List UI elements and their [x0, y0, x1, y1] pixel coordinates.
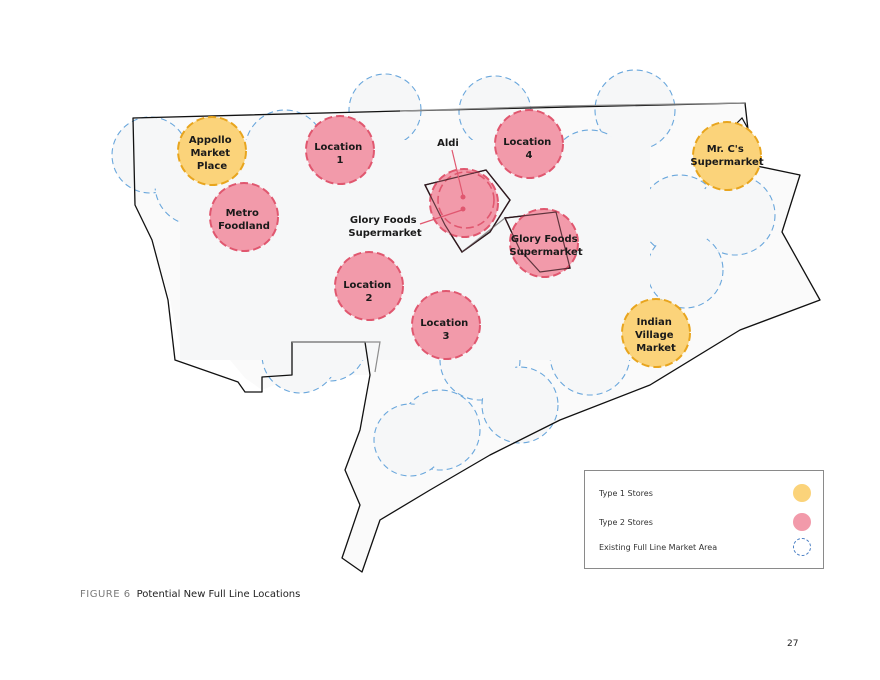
legend-item-type2: Type 2 Stores — [599, 512, 811, 532]
legend-item-market-area: Existing Full Line Market Area — [599, 537, 811, 557]
legend-item-type1: Type 1 Stores — [599, 483, 811, 503]
store-circle-indian-village — [621, 298, 691, 368]
store-labels: Appollo Market Place Mr. C's Supermarket… — [189, 135, 764, 354]
store-circle-aldi-glory-cluster — [429, 168, 499, 238]
store-label-indian-village: Indian Village Market — [635, 317, 677, 354]
store-circle-aldi-inner — [437, 171, 495, 229]
legend-label: Existing Full Line Market Area — [599, 542, 718, 552]
figure-number: FIGURE 6 — [80, 589, 131, 600]
store-label-location-1: Location 1 — [314, 142, 366, 166]
legend-label: Type 2 Stores — [599, 517, 653, 527]
enclave-boundary-top — [504, 211, 571, 273]
store-label-location-3: Location 3 — [420, 318, 472, 342]
enclave-boundary — [292, 341, 381, 373]
aldi-leader-line — [451, 149, 464, 197]
aldi-point — [460, 194, 466, 200]
store-circle-location-2 — [334, 251, 404, 321]
glory-foods-leader-line — [419, 209, 463, 225]
map-legend: Type 1 Stores Type 2 Stores Existing Ful… — [584, 470, 824, 569]
page-number: 27 — [787, 639, 799, 649]
store-circle-glory-foods-east — [509, 208, 579, 278]
type2-swatch-icon — [793, 513, 811, 531]
glory-foods-point — [460, 206, 466, 212]
store-circle-metro-foodland — [209, 182, 279, 252]
city-boundary — [132, 102, 821, 573]
legend-label: Type 1 Stores — [599, 488, 653, 498]
market-area-interior — [116, 74, 771, 472]
type1-swatch-icon — [793, 484, 811, 502]
market-area-swatch-icon — [793, 538, 811, 556]
store-label-location-4: Location 4 — [503, 137, 555, 161]
aldi-label: Aldi — [437, 138, 459, 149]
store-circle-location-4 — [494, 109, 564, 179]
store-circle-apollo — [177, 116, 247, 186]
store-label-mrc: Mr. C's Supermarket — [690, 144, 763, 168]
figure-caption: FIGURE 6 Potential New Full Line Location… — [80, 589, 300, 600]
store-circle-location-3 — [411, 290, 481, 360]
store-label-metro-foodland: Metro Foodland — [218, 208, 270, 232]
store-label-glory-foods-east: Glory Foods Supermarket — [509, 234, 582, 258]
store-label-location-2: Location 2 — [343, 280, 395, 304]
store-circle-mrc — [692, 121, 762, 191]
enclave-boundary-top — [424, 169, 511, 253]
store-circle-location-1 — [305, 115, 375, 185]
enclave-boundary — [399, 102, 746, 112]
glory-foods-callout-label: Glory Foods Supermarket — [348, 215, 421, 239]
store-label-apollo: Appollo Market Place — [189, 135, 235, 172]
figure-title: Potential New Full Line Locations — [136, 589, 301, 600]
